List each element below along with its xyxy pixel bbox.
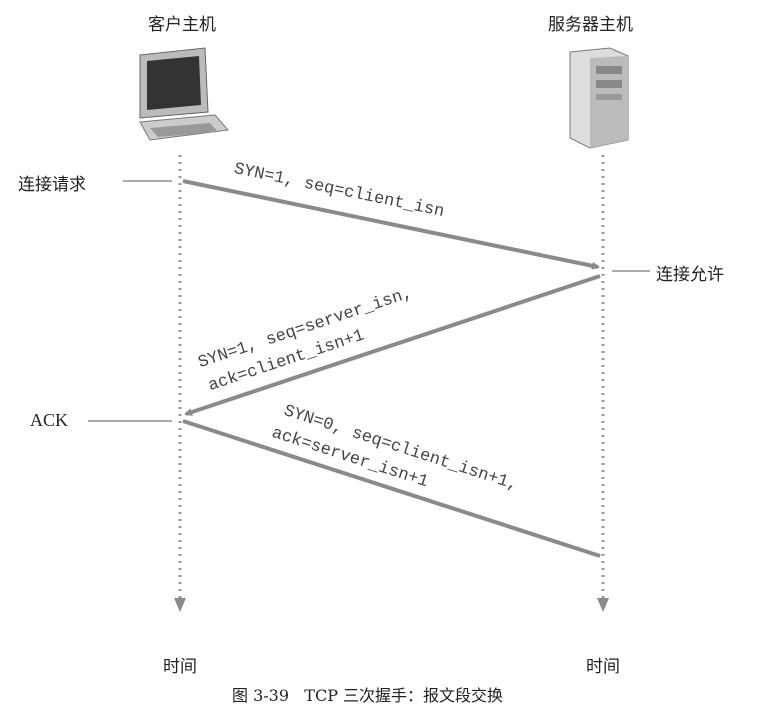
connection-request-label: 连接请求: [18, 175, 86, 195]
ack-label: ACK: [30, 410, 69, 430]
ack-arrow: [182, 419, 601, 558]
server-title: 服务器主机: [548, 15, 633, 35]
client-time-label: 时间: [163, 657, 197, 677]
syn-arrow: [182, 179, 600, 270]
client-computer-icon: [139, 47, 229, 141]
server-time-label: 时间: [586, 657, 620, 677]
synack-arrow: [184, 274, 601, 416]
connection-granted-label: 连接允许: [656, 265, 724, 285]
figure-caption: 图 3-39 TCP 三次握手：报文段交换: [232, 686, 504, 705]
client-title: 客户主机: [148, 15, 216, 35]
server-tower-icon: [569, 47, 629, 149]
